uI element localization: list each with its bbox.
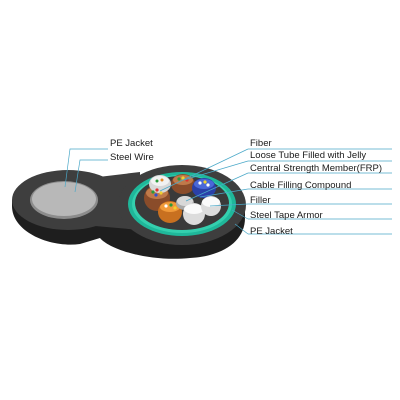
loose-tube-white (149, 175, 171, 193)
label-pe-jacket-right: PE Jacket (250, 226, 293, 237)
loose-tube-orange (158, 201, 182, 223)
label-steel-tape-armor: Steel Tape Armor (250, 210, 323, 221)
label-cable-filling-compound: Cable Filling Compound (250, 180, 352, 191)
label-steel-wire: Steel Wire (110, 152, 154, 163)
loose-tube-blue (192, 178, 216, 198)
loose-tubes (144, 174, 216, 223)
leader-lines (64, 148, 392, 235)
label-fiber: Fiber (250, 138, 272, 149)
label-loose-tube: Loose Tube Filled with Jelly (250, 150, 367, 161)
label-pe-jacket-left: PE Jacket (110, 138, 153, 149)
label-filler: Filler (250, 195, 271, 206)
steel-wire (30, 181, 98, 219)
label-central-strength-member: Central Strength Member(FRP) (250, 163, 382, 174)
